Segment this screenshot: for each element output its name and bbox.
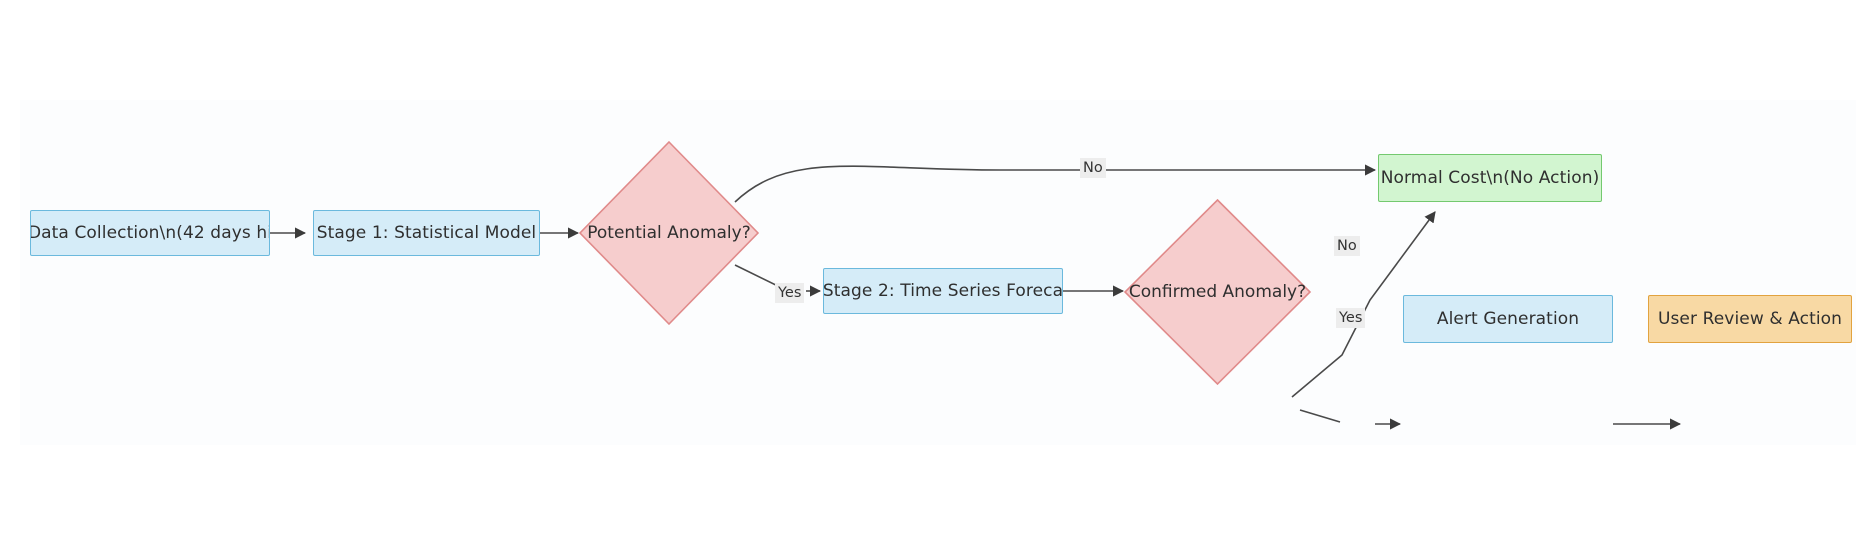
edge-potential-anomaly-to-normal-cost: [734, 164, 1377, 203]
node-normal-cost[interactable]: Normal Cost\n(No Action): [1378, 154, 1602, 202]
edge-label-potential-anomaly-yes-text: Yes: [778, 285, 802, 301]
node-stage-2[interactable]: Stage 2: Time Series Foreca: [823, 268, 1063, 314]
edge-confirmed-anomaly-to-alert-generation: [1299, 409, 1341, 423]
confirmed-anomaly-diamond-shape: [1123, 198, 1312, 386]
potential-anomaly-diamond-shape: [578, 140, 760, 326]
node-potential-anomaly[interactable]: Potential Anomaly?: [578, 140, 760, 326]
edge-label-confirmed-anomaly-yes: Yes: [1336, 308, 1366, 328]
node-stage-1-label: Stage 1: Statistical Model: [316, 222, 537, 243]
node-data-collection[interactable]: Data Collection\n(42 days hi: [30, 210, 270, 256]
edge-label-confirmed-anomaly-no-text: No: [1337, 238, 1357, 254]
node-stage-1[interactable]: Stage 1: Statistical Model: [313, 210, 540, 256]
node-alert-generation-label: Alert Generation: [1436, 308, 1580, 329]
edge-label-potential-anomaly-yes: Yes: [775, 283, 805, 303]
node-user-review[interactable]: User Review & Action: [1648, 295, 1852, 343]
node-stage-2-label: Stage 2: Time Series Foreca: [823, 280, 1063, 301]
node-confirmed-anomaly[interactable]: Confirmed Anomaly?: [1123, 198, 1312, 386]
edge-label-potential-anomaly-no: No: [1080, 158, 1106, 178]
edge-label-potential-anomaly-no-text: No: [1083, 160, 1103, 176]
node-data-collection-label: Data Collection\n(42 days hi: [30, 222, 270, 243]
node-user-review-label: User Review & Action: [1657, 308, 1843, 329]
edge-label-confirmed-anomaly-no: No: [1334, 236, 1360, 256]
edge-label-confirmed-anomaly-yes-text: Yes: [1339, 310, 1363, 326]
node-normal-cost-label: Normal Cost\n(No Action): [1380, 167, 1600, 188]
node-alert-generation[interactable]: Alert Generation: [1403, 295, 1613, 343]
node-potential-anomaly-label: Potential Anomaly?: [587, 223, 751, 243]
node-confirmed-anomaly-label: Confirmed Anomaly?: [1128, 282, 1307, 302]
